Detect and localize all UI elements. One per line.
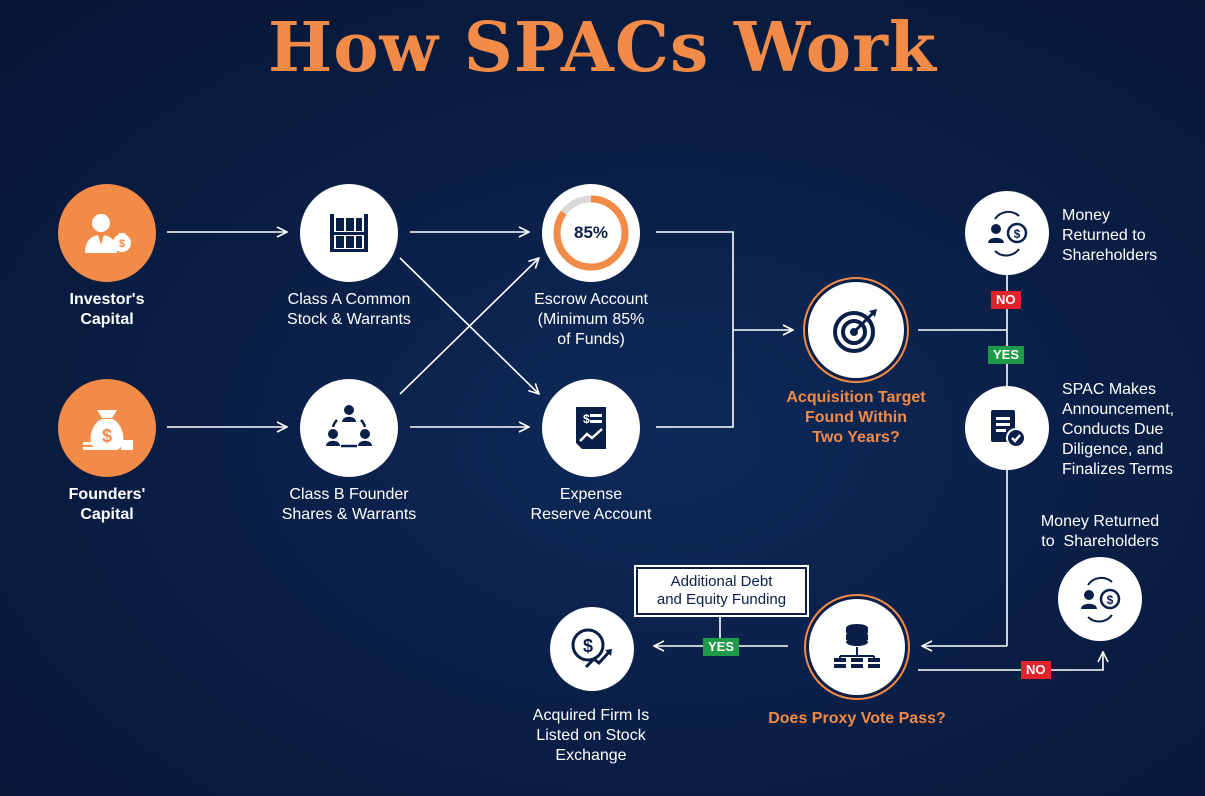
money-returned-2-label-1: Money Returned: [1040, 513, 1160, 530]
yes-tag-2: YES: [703, 638, 740, 656]
svg-text:$: $: [1107, 593, 1114, 607]
announcement-label-2: Announcement,: [1062, 401, 1175, 418]
money-returned-1-label-1: Money: [1062, 207, 1111, 224]
founders-node: $: [58, 379, 156, 477]
funding-label-2: and Equity Funding: [656, 591, 787, 608]
team-icon: [326, 405, 372, 448]
listed-label-3: Exchange: [555, 747, 627, 764]
acquisition-label-3: Two Years?: [812, 429, 900, 446]
proxy-label: Does Proxy Vote Pass?: [768, 710, 946, 727]
acquisition-label-1: Acquisition Target: [786, 389, 926, 406]
escrow-label-1: Escrow Account: [534, 291, 648, 308]
announcement-label-3: Conducts Due: [1062, 421, 1164, 438]
escrow-label-2: (Minimum 85%: [537, 311, 645, 328]
funding-label-1: Additional Debt: [670, 573, 773, 590]
svg-text:$: $: [583, 636, 593, 656]
svg-text:$: $: [102, 426, 112, 446]
investor-node: $: [58, 184, 156, 282]
document-check-icon: [991, 410, 1026, 448]
invoice-icon: $: [576, 407, 606, 449]
money-returned-1-label-3: Shareholders: [1062, 247, 1158, 264]
acquisition-label-2: Found Within: [804, 409, 908, 426]
announcement-label-5: Finalizes Terms: [1062, 461, 1173, 478]
refund-icon: $: [1081, 576, 1121, 623]
yes-tag-1: YES: [988, 346, 1025, 364]
money-returned-1-label-2: Returned to: [1062, 227, 1146, 244]
target-icon: [833, 309, 877, 353]
no-tag-1: NO: [991, 291, 1021, 309]
page-title: How SPACs Work: [267, 8, 938, 88]
investor-label-2: Capital: [80, 311, 134, 328]
money-returned-node-1: $: [965, 191, 1049, 275]
class-b-label-1: Class B Founder: [289, 486, 409, 503]
listed-label-2: Listed on Stock: [536, 727, 646, 744]
progress-ring: [553, 195, 629, 271]
refund-icon: $: [988, 210, 1028, 257]
listed-label-1: Acquired Firm Is: [532, 707, 650, 724]
stock-growth-icon: $: [571, 628, 612, 669]
arrow-classb-to-escrow: [399, 258, 539, 395]
svg-text:$: $: [583, 412, 590, 426]
no-tag-2: NO: [1021, 661, 1051, 679]
svg-text:$: $: [1014, 227, 1021, 241]
class-a-node: [300, 184, 398, 282]
expense-label-1: Expense: [559, 486, 623, 503]
database-icon: [834, 624, 880, 668]
escrow-percent: 85%: [573, 223, 609, 242]
money-returned-node-2: $: [1058, 557, 1142, 641]
investor-label-1: Investor's: [69, 291, 145, 308]
announcement-label-4: Diligence, and: [1062, 441, 1164, 458]
acquisition-node: [808, 282, 904, 378]
founders-label-1: Founders': [68, 486, 146, 503]
announcement-node: [965, 386, 1049, 470]
shelves-icon: [330, 214, 368, 252]
class-a-label-2: Stock & Warrants: [287, 311, 411, 328]
funding-box: Additional Debt and Equity Funding: [634, 565, 809, 617]
escrow-label-3: of Funds): [557, 331, 625, 348]
founders-label-2: Capital: [80, 506, 134, 523]
arrow-proxy-no: [918, 652, 1103, 671]
listed-node: $: [550, 607, 634, 691]
expense-node: $: [542, 379, 640, 477]
expense-label-2: Reserve Account: [530, 506, 652, 523]
money-bag-icon: $: [83, 410, 133, 450]
class-b-label-2: Shares & Warrants: [281, 506, 417, 523]
svg-text:$: $: [119, 238, 125, 250]
money-returned-2-label-2: to Shareholders: [1041, 533, 1159, 550]
proxy-node: [809, 599, 905, 695]
escrow-node: 85%: [542, 184, 640, 282]
investor-icon: $: [85, 214, 131, 253]
announcement-label-1: SPAC Makes: [1062, 381, 1156, 398]
class-a-label-1: Class A Common: [287, 291, 411, 308]
class-b-node: [300, 379, 398, 477]
